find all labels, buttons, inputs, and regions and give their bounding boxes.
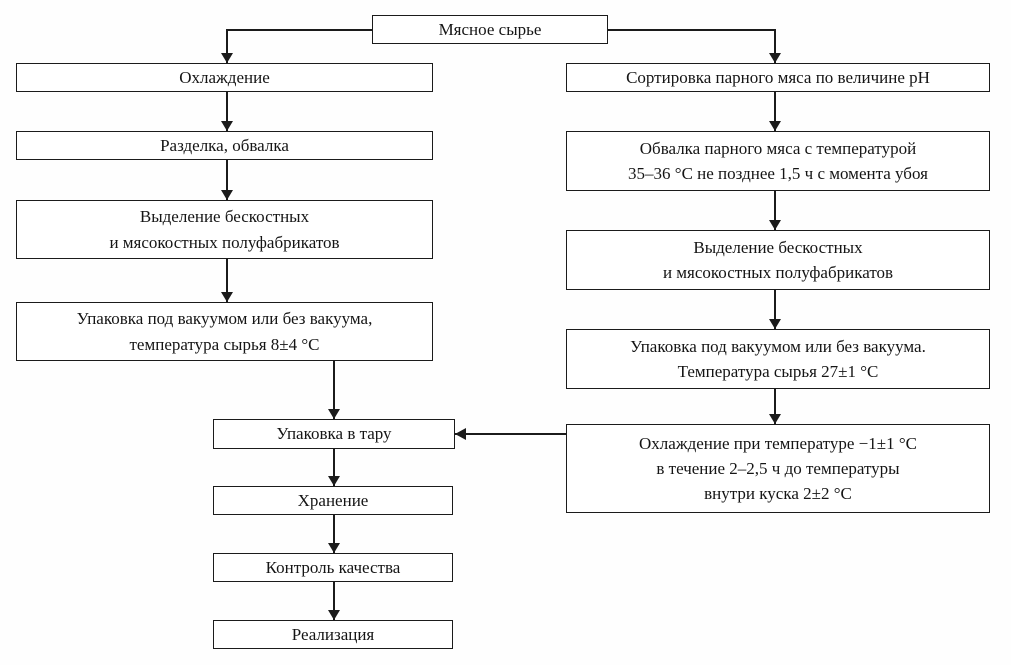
flow-node-cooling-right: Охлаждение при температуре −1±1 °С в теч…	[566, 424, 990, 513]
flow-node-boneless-left: Выделение бескостных и мясокостных полуф…	[16, 200, 433, 259]
arrow-cutting-to-boneless	[221, 160, 233, 200]
flow-node-realization: Реализация	[213, 620, 453, 649]
flow-node-meat-raw: Мясное сырье	[372, 15, 608, 44]
flow-node-packing-tare: Упаковка в тару	[213, 419, 455, 449]
arrow-cooling-to-cutting	[221, 92, 233, 131]
arrow-vacuum-left-to-packing	[328, 361, 340, 419]
flow-node-vacuum-pack-right: Упаковка под вакуумом или без вакуума. Т…	[566, 329, 990, 389]
flow-node-quality-control: Контроль качества	[213, 553, 453, 582]
arrow-boneless-to-vacuum-left	[221, 259, 233, 302]
arrow-source-to-cooling	[221, 29, 233, 63]
arrow-sorting-to-deboning	[769, 92, 781, 131]
arrow-boneless-right-to-vacuum	[769, 290, 781, 329]
arrow-cooling-right-to-packing	[455, 428, 566, 440]
arrow-source-to-sorting	[769, 29, 781, 63]
flow-node-sorting-ph: Сортировка парного мяса по величине pH	[566, 63, 990, 92]
arrow-quality-to-realization	[328, 582, 340, 620]
arrow-deboning-to-boneless-right	[769, 191, 781, 230]
connector-source-right-line	[607, 29, 776, 31]
flow-node-deboning-fresh: Обвалка парного мяса с температурой 35–3…	[566, 131, 990, 191]
arrow-packing-to-storage	[328, 449, 340, 486]
connector-source-left-line	[227, 29, 373, 31]
arrow-storage-to-quality	[328, 515, 340, 553]
flow-node-cutting-deboning: Разделка, обвалка	[16, 131, 433, 160]
arrow-vacuum-right-to-cooling	[769, 389, 781, 424]
flow-node-cooling: Охлаждение	[16, 63, 433, 92]
flow-node-boneless-right: Выделение бескостных и мясокостных полуф…	[566, 230, 990, 290]
flow-node-storage: Хранение	[213, 486, 453, 515]
flow-node-vacuum-pack-left: Упаковка под вакуумом или без вакуума, т…	[16, 302, 433, 361]
